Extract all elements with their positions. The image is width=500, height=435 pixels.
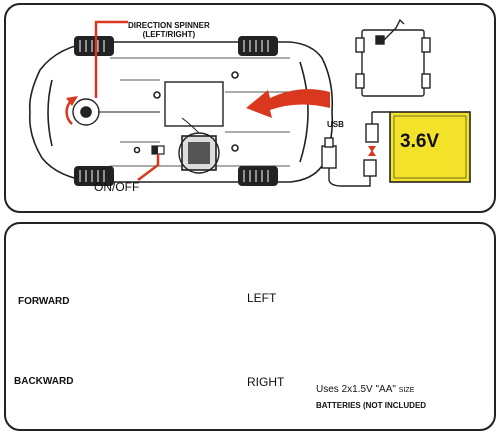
battery-3-6v — [389, 111, 471, 183]
on-off-label: ON/OFF — [94, 180, 140, 194]
insert-arrow — [246, 89, 330, 118]
backward-label: BACKWARD — [14, 376, 74, 387]
forward-label: FORWARD — [18, 296, 70, 307]
batteries-note: BATTERIES (NOT INCLUDED — [316, 401, 427, 410]
battery-usage-prefix: Uses 2x1.5V "AA" — [316, 384, 396, 395]
battery-usage-size: SIZE — [398, 387, 415, 394]
direction-spinner-label: DIRECTION SPINNER (LEFT/RIGHT) — [128, 21, 210, 39]
direction-spinner-subtitle: (LEFT/RIGHT) — [142, 30, 196, 39]
usb-label: USB — [327, 120, 344, 129]
on-off-switch — [137, 145, 165, 181]
battery-voltage-label: 3.6V — [400, 131, 440, 152]
battery-usage-text: Uses 2x1.5V "AA" SIZE — [316, 384, 414, 395]
right-label: RIGHT — [247, 375, 285, 389]
remote-diagram-panel — [4, 222, 496, 431]
direction-spinner-highlight — [65, 20, 128, 125]
usb-cable — [321, 111, 390, 187]
direction-spinner-title: DIRECTION SPINNER — [128, 21, 210, 30]
left-label: LEFT — [247, 291, 277, 305]
usb-connect-arrows — [368, 146, 376, 156]
chassis-battery-pack — [178, 117, 220, 174]
battery-module — [355, 18, 431, 97]
